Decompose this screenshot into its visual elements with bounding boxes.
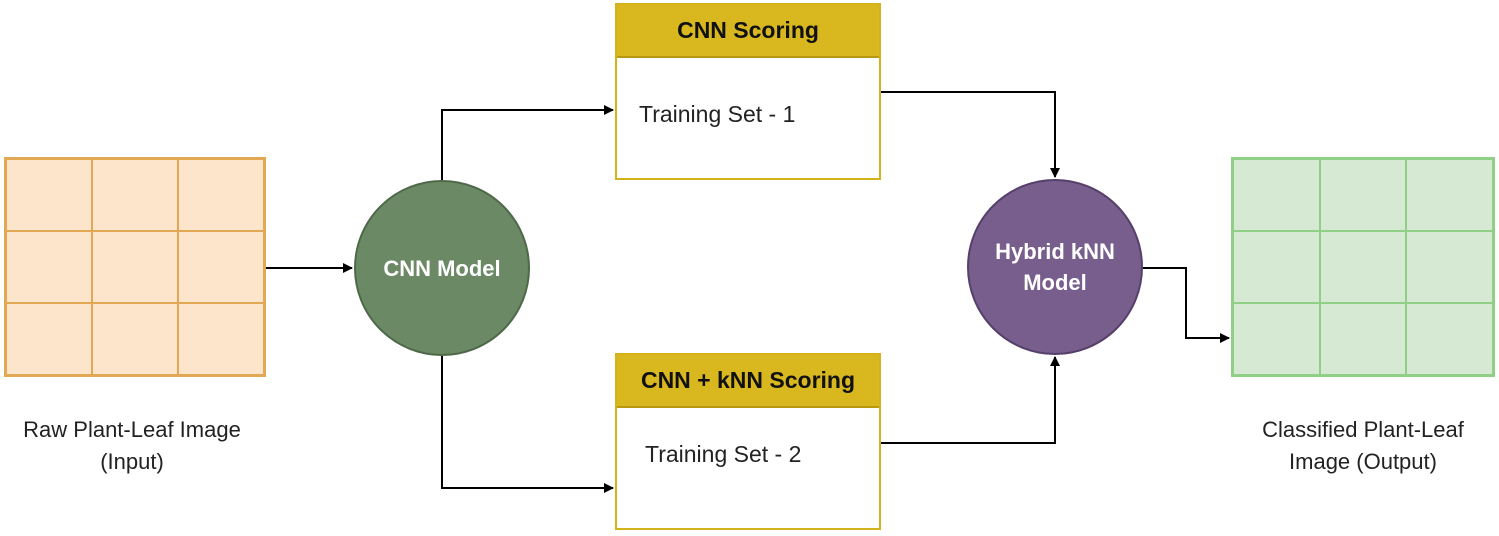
grid-cell [1233, 303, 1320, 375]
input-caption-line2: (Input) [100, 449, 164, 474]
grid-cell [1406, 159, 1493, 231]
training-set-2-label: Training Set - 2 [645, 441, 802, 467]
arrow-knn-scoring-to-hybrid [881, 356, 1060, 444]
cnn-knn-scoring-header: CNN + kNN Scoring [617, 355, 879, 408]
output-caption: Classified Plant-Leaf Image (Output) [1228, 414, 1498, 478]
classified-image-grid [1231, 157, 1495, 377]
input-caption: Raw Plant-Leaf Image (Input) [0, 414, 264, 478]
cnn-scoring-header: CNN Scoring [617, 5, 879, 58]
grid-cell [1406, 231, 1493, 303]
hybrid-label-line2: Model [1023, 270, 1087, 295]
grid-cell [1319, 303, 1407, 375]
grid-cell [1319, 231, 1407, 303]
arrow-cnn-to-cnn-scoring [441, 105, 614, 180]
training-set-1-label: Training Set - 1 [639, 101, 796, 127]
cnn-model-node: CNN Model [354, 180, 530, 356]
grid-cell [1233, 159, 1320, 231]
grid-cell [92, 303, 178, 375]
hybrid-label-line1: Hybrid kNN [995, 239, 1115, 264]
cnn-scoring-panel: CNN Scoring Training Set - 1 [615, 3, 881, 180]
grid-cell [6, 159, 92, 231]
grid-cell [178, 303, 264, 375]
grid-cell [92, 159, 178, 231]
output-caption-line2: Image (Output) [1289, 449, 1437, 474]
grid-cell [1406, 303, 1493, 375]
hybrid-knn-node: Hybrid kNN Model [967, 179, 1143, 355]
grid-cell [92, 231, 178, 303]
grid-cell [6, 231, 92, 303]
cnn-knn-scoring-panel: CNN + kNN Scoring Training Set - 2 [615, 353, 881, 530]
input-caption-line1: Raw Plant-Leaf Image [23, 417, 241, 442]
arrow-cnn-scoring-to-hybrid [881, 91, 1060, 178]
cnn-model-label: CNN Model [383, 255, 501, 281]
grid-cell [1319, 159, 1407, 231]
grid-cell [178, 159, 264, 231]
grid-cell [6, 303, 92, 375]
grid-cell [178, 231, 264, 303]
raw-image-grid [4, 157, 266, 377]
arrow-cnn-to-knn-scoring [441, 356, 614, 493]
grid-cell [1233, 231, 1320, 303]
output-caption-line1: Classified Plant-Leaf [1262, 417, 1464, 442]
arrow-hybrid-to-output [1143, 267, 1230, 343]
